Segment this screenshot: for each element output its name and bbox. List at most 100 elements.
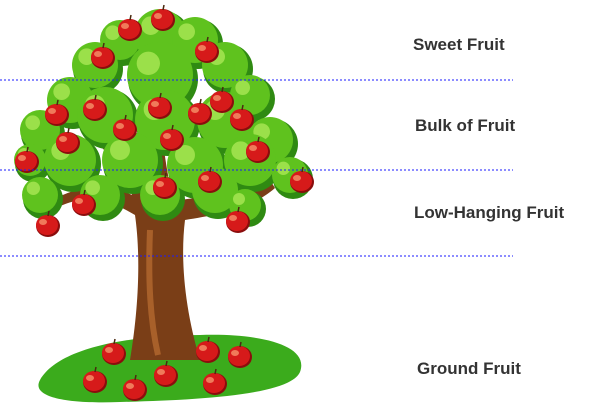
apple-stem — [94, 366, 97, 373]
apple — [91, 47, 113, 67]
apple-stem — [159, 92, 162, 99]
apple-stem — [47, 210, 50, 217]
apple-shine — [198, 45, 206, 51]
apple — [226, 211, 248, 231]
leaf-highlight — [110, 140, 130, 160]
apple-shine — [39, 219, 47, 225]
apple — [153, 177, 175, 197]
apple — [113, 119, 135, 139]
apple-stem — [171, 124, 174, 131]
leaf-highlight — [276, 161, 291, 175]
apple-shine — [48, 108, 56, 114]
apple-shine — [199, 345, 207, 351]
apple-stem — [129, 14, 132, 21]
apple-shine — [116, 123, 124, 129]
apple — [228, 346, 250, 366]
apple-stem — [209, 166, 212, 173]
apple — [45, 104, 67, 124]
apple — [230, 109, 252, 129]
apple-shine — [249, 145, 257, 151]
divider-lines — [0, 79, 513, 257]
apple-shine — [156, 181, 164, 187]
apple-stem — [83, 189, 86, 196]
apple — [195, 41, 217, 61]
apple — [198, 171, 220, 191]
leaf-highlight — [25, 115, 40, 130]
apple — [160, 129, 182, 149]
apple-shine — [233, 113, 241, 119]
apple-shine — [213, 95, 221, 101]
leaf-highlight — [175, 145, 195, 165]
apple — [102, 343, 124, 363]
apple-shine — [126, 383, 134, 389]
apple — [118, 19, 140, 39]
apples — [15, 4, 314, 401]
apple — [290, 171, 312, 191]
apple-shine — [293, 175, 301, 181]
apple-stem — [214, 368, 217, 375]
apple-stem — [257, 136, 260, 143]
apple-shine — [75, 198, 83, 204]
apple-shine — [163, 133, 171, 139]
label-bulk-of-fruit: Bulk of Fruit — [415, 116, 516, 135]
apple — [151, 9, 173, 29]
label-ground-fruit: Ground Fruit — [417, 359, 521, 378]
apple — [72, 194, 94, 214]
apple-stem — [165, 360, 168, 367]
leaf-highlight — [178, 23, 196, 40]
apple-shine — [206, 377, 214, 383]
apple — [83, 99, 105, 119]
apple — [154, 365, 176, 385]
leaf-highlight — [105, 25, 120, 40]
apple-shine — [94, 51, 102, 57]
apple — [123, 379, 145, 399]
leaf-highlight — [85, 180, 100, 196]
apple-shine — [59, 136, 67, 142]
apple-shine — [86, 103, 94, 109]
apple-shine — [154, 13, 162, 19]
leaf-highlight — [235, 80, 251, 95]
apple-stem — [221, 86, 224, 93]
apple-shine — [191, 107, 199, 113]
apple-stem — [199, 98, 202, 105]
label-low-hanging-fruit: Low-Hanging Fruit — [414, 203, 565, 222]
apple — [188, 103, 210, 123]
leaf-highlight — [26, 181, 40, 195]
apple-stem — [67, 127, 70, 134]
apple-shine — [18, 155, 26, 161]
apple-stem — [124, 114, 127, 121]
apple — [15, 151, 37, 171]
trunk-highlight — [146, 229, 161, 356]
apple-stem — [207, 336, 210, 343]
apple-stem — [113, 338, 116, 345]
apple — [196, 341, 218, 361]
apple-shine — [151, 101, 159, 107]
apple — [148, 97, 170, 117]
leaf-highlight — [233, 193, 245, 205]
apple — [210, 91, 232, 111]
apple-shine — [229, 215, 237, 221]
apple-stem — [56, 99, 59, 106]
leaf-highlight — [53, 83, 70, 100]
leaf-highlight — [136, 51, 160, 75]
apple-shine — [86, 375, 94, 381]
apple — [83, 371, 105, 391]
apple-stem — [237, 206, 240, 213]
leaf-highlight — [231, 141, 251, 161]
apple-shine — [231, 350, 239, 356]
apple-stem — [206, 36, 209, 43]
apple-stem — [301, 166, 304, 173]
label-sweet-fruit: Sweet Fruit — [413, 35, 505, 54]
apple-shine — [105, 347, 113, 353]
apple — [36, 215, 58, 235]
apple-stem — [94, 94, 97, 101]
apple-stem — [134, 374, 137, 381]
apple-shine — [201, 175, 209, 181]
leaf-cluster — [22, 177, 58, 213]
apple — [203, 373, 225, 393]
apple-stem — [102, 42, 105, 49]
apple-shine — [157, 369, 165, 375]
apple-stem — [164, 172, 167, 179]
